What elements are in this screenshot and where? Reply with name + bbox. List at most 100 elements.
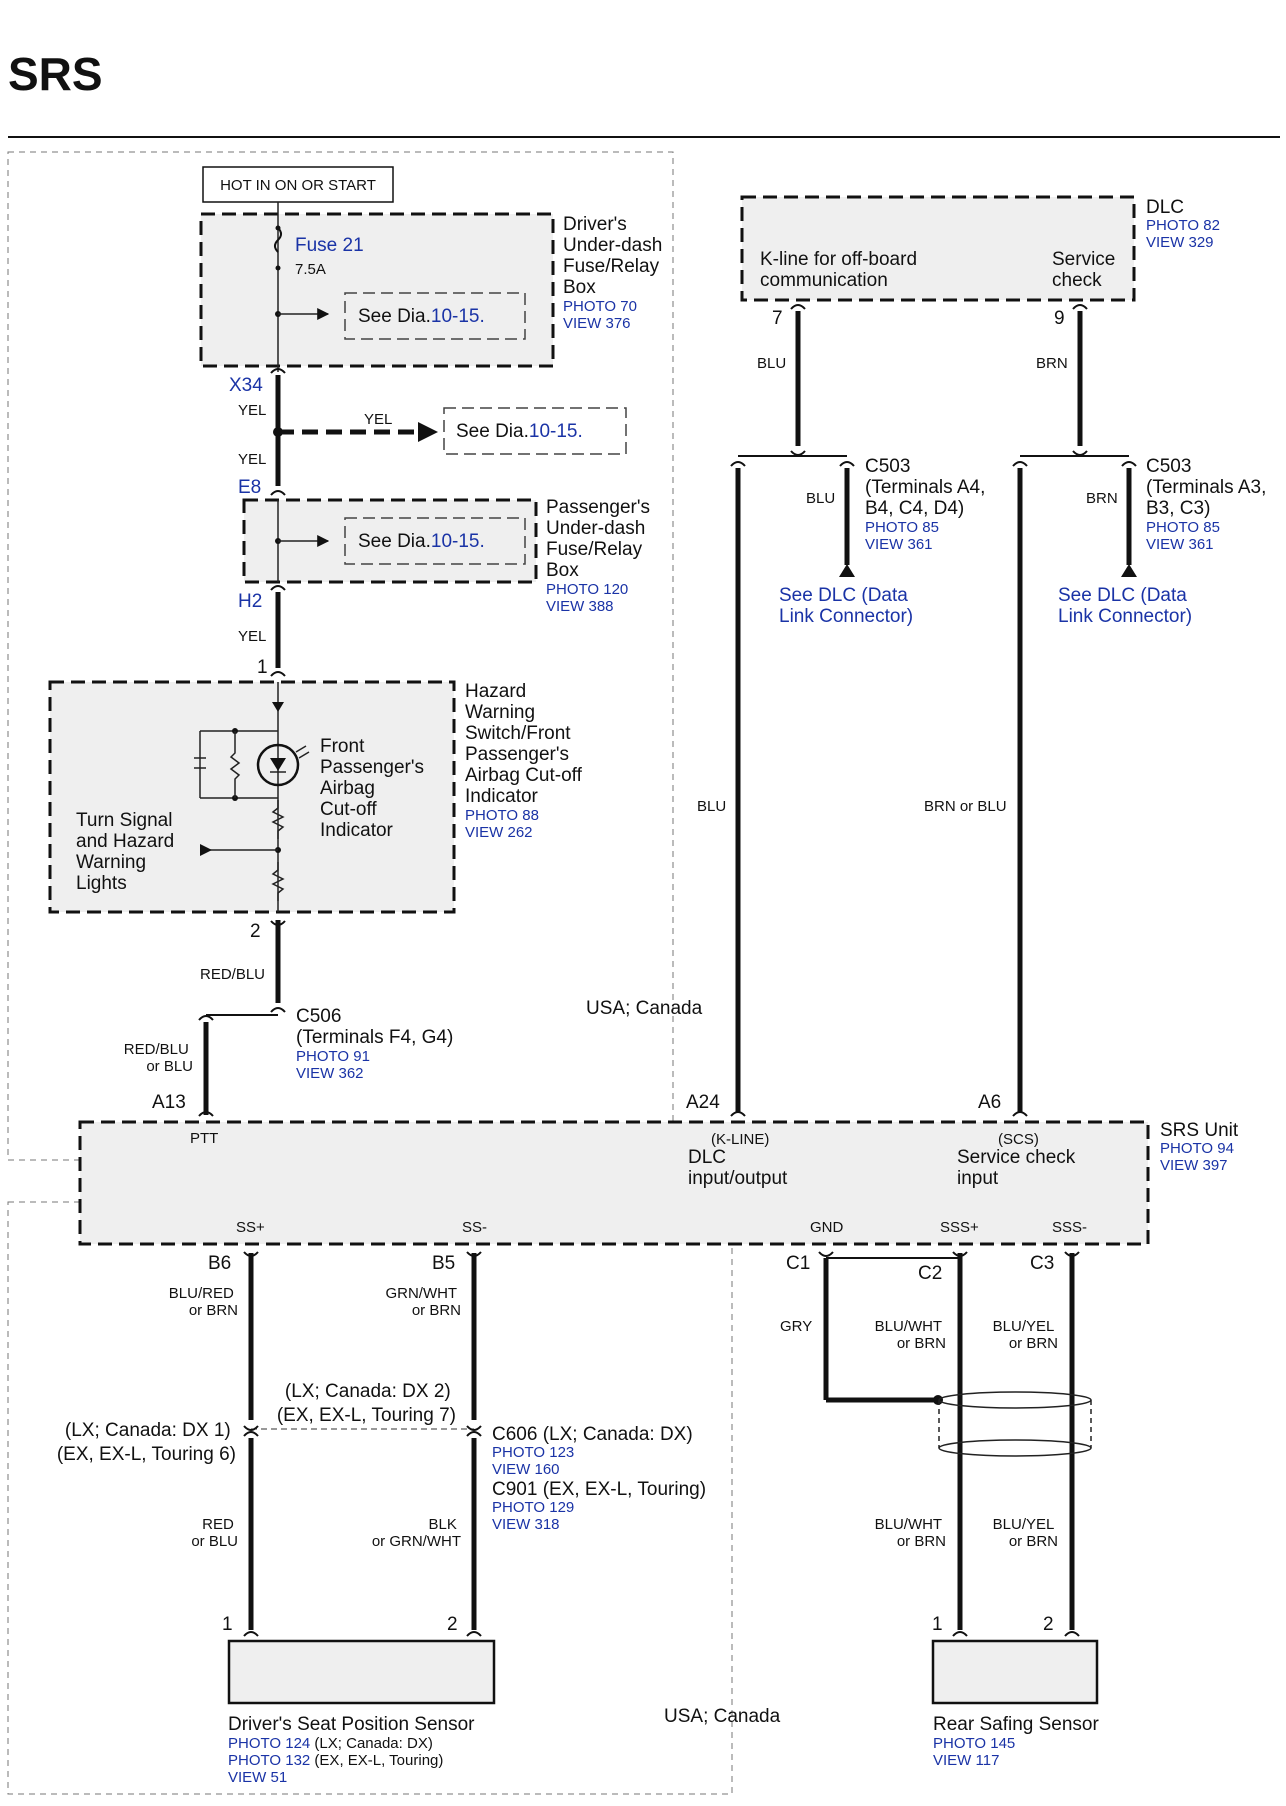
see-dia-box-2 bbox=[443, 407, 627, 455]
rear-safing-sensor bbox=[931, 1639, 1099, 1705]
hazard-box-view: VIEW 262 bbox=[465, 824, 533, 841]
passengers-box-photo: PHOTO 120 bbox=[546, 581, 628, 598]
power-label-box bbox=[202, 166, 394, 203]
power-label: HOT IN ON OR START bbox=[220, 177, 376, 194]
pin-b5: B5 bbox=[432, 1253, 455, 1274]
c606-view: VIEW 160 bbox=[492, 1461, 560, 1478]
pin-a6: A6 bbox=[978, 1092, 1001, 1113]
c503-right-name: C503 bbox=[1146, 456, 1191, 477]
c503-right-photo: PHOTO 85 bbox=[1146, 519, 1220, 536]
wire-brn-dlc: BRN bbox=[1036, 355, 1068, 372]
c901-view: VIEW 318 bbox=[492, 1516, 560, 1533]
wire-blu-dlc: BLU bbox=[757, 355, 786, 372]
c606-photo: PHOTO 123 bbox=[492, 1444, 574, 1461]
turn-signal-label: Turn Signal and Hazard Warning Lights bbox=[76, 810, 180, 894]
c503-left-terms: (Terminals A4, B4, C4, D4) bbox=[865, 477, 991, 519]
seat-sensor-name: Driver's Seat Position Sensor bbox=[228, 1714, 475, 1735]
wire-yel-3: YEL bbox=[238, 628, 266, 645]
safing-sensor-photo: PHOTO 145 bbox=[933, 1735, 1015, 1752]
see-dia-2: See Dia.10-15. bbox=[456, 421, 583, 442]
pin-a13: A13 bbox=[152, 1092, 186, 1113]
srs-unit-box bbox=[78, 1120, 1150, 1246]
region-label-bottom: USA; Canada bbox=[664, 1706, 781, 1727]
see-dlc-right: See DLC (Data Link Connector) bbox=[1058, 585, 1192, 627]
see-dia-1: See Dia.10-15. bbox=[358, 306, 485, 327]
shield-icon bbox=[938, 1391, 1092, 1457]
srs-gnd: GND bbox=[810, 1219, 844, 1236]
connector-e8: E8 bbox=[238, 477, 261, 498]
pin-note-left: (LX; Canada: DX 1) (EX, EX-L, Touring 6) bbox=[57, 1420, 236, 1465]
wire-red-blu: RED/BLU bbox=[200, 966, 265, 983]
wire-yel-branch: YEL bbox=[364, 411, 392, 428]
c506-photo: PHOTO 91 bbox=[296, 1048, 370, 1065]
c506-name: C506 bbox=[296, 1006, 341, 1027]
wire-red-or-blu: RED or BLU bbox=[191, 1516, 238, 1550]
c503-left-photo: PHOTO 85 bbox=[865, 519, 939, 536]
connector-h2: H2 bbox=[238, 591, 262, 612]
srs-ss-plus: SS+ bbox=[236, 1219, 265, 1236]
srs-ptt: PTT bbox=[190, 1130, 218, 1147]
srs-unit-photo: PHOTO 94 bbox=[1160, 1140, 1234, 1157]
srs-scs-label: Service check input bbox=[957, 1147, 1081, 1189]
drivers-fuse-box bbox=[199, 212, 555, 368]
indicator-lamp-icon bbox=[256, 743, 300, 787]
c503-left-view: VIEW 361 bbox=[865, 536, 933, 553]
seat-sensor-photo-2: PHOTO 132 (EX, EX-L, Touring) bbox=[228, 1752, 443, 1769]
passengers-box-name: Passenger's Under-dash Fuse/Relay Box bbox=[546, 497, 655, 581]
dlc-box bbox=[740, 195, 1136, 302]
hazard-box-photo: PHOTO 88 bbox=[465, 807, 539, 824]
seat-sensor-view: VIEW 51 bbox=[228, 1769, 287, 1786]
pin-c1: C1 bbox=[786, 1253, 810, 1274]
see-dia-3: See Dia.10-15. bbox=[358, 531, 485, 552]
wire-blu-yel-1: BLU/YEL or BRN bbox=[993, 1318, 1058, 1352]
srs-ss-minus: SS- bbox=[462, 1219, 487, 1236]
dlc-service-label: Service check bbox=[1052, 249, 1121, 291]
srs-unit-name: SRS Unit bbox=[1160, 1120, 1239, 1141]
c901-photo: PHOTO 129 bbox=[492, 1499, 574, 1516]
wire-blu-red: BLU/RED or BRN bbox=[169, 1285, 238, 1319]
c606-name: C606 (LX; Canada: DX) bbox=[492, 1424, 693, 1445]
wire-blu-long: BLU bbox=[697, 798, 726, 815]
see-dlc-left: See DLC (Data Link Connector) bbox=[779, 585, 913, 627]
c503-right-view: VIEW 361 bbox=[1146, 536, 1214, 553]
page-title: SRS bbox=[8, 48, 103, 100]
fuse-rating: 7.5A bbox=[295, 261, 326, 278]
safing-sensor-pin-2: 2 bbox=[1043, 1614, 1054, 1635]
dlc-name: DLC bbox=[1146, 197, 1184, 218]
seat-sensor-photo-1: PHOTO 124 (LX; Canada: DX) bbox=[228, 1735, 433, 1752]
drivers-box-view: VIEW 376 bbox=[563, 315, 631, 332]
wire-grn-wht: GRN/WHT or BRN bbox=[385, 1285, 461, 1319]
c506-terminals: (Terminals F4, G4) bbox=[296, 1027, 453, 1048]
dlc-pin-9: 9 bbox=[1054, 308, 1065, 329]
seat-sensor-pin-2: 2 bbox=[447, 1614, 458, 1635]
pin-b6: B6 bbox=[208, 1253, 231, 1274]
pin-c3: C3 bbox=[1030, 1253, 1054, 1274]
srs-unit-view: VIEW 397 bbox=[1160, 1157, 1228, 1174]
drivers-box-photo: PHOTO 70 bbox=[563, 298, 637, 315]
hazard-pin-1: 1 bbox=[257, 657, 268, 678]
c506-view: VIEW 362 bbox=[296, 1065, 364, 1082]
wire-blu-wht-2: BLU/WHT or BRN bbox=[875, 1516, 946, 1550]
wire-brn-or-blu-long: BRN or BLU bbox=[924, 798, 1007, 815]
safing-sensor-view: VIEW 117 bbox=[933, 1752, 999, 1769]
drivers-box-name: Driver's Under-dash Fuse/Relay Box bbox=[563, 214, 668, 298]
wire-yel-2: YEL bbox=[238, 451, 266, 468]
c503-left-name: C503 bbox=[865, 456, 910, 477]
dlc-pin-7: 7 bbox=[772, 308, 783, 329]
connector-x34: X34 bbox=[229, 375, 263, 396]
wire-blu-wht-1: BLU/WHT or BRN bbox=[875, 1318, 946, 1352]
seat-position-sensor bbox=[227, 1639, 496, 1705]
wire-blu-c503: BLU bbox=[806, 490, 835, 507]
srs-sss-plus: SSS+ bbox=[940, 1219, 979, 1236]
seat-sensor-pin-1: 1 bbox=[222, 1614, 233, 1635]
region-label-top: USA; Canada bbox=[586, 998, 703, 1019]
wire-blu-yel-2: BLU/YEL or BRN bbox=[993, 1516, 1058, 1550]
wire-brn-c503: BRN bbox=[1086, 490, 1118, 507]
passengers-box-view: VIEW 388 bbox=[546, 598, 614, 615]
srs-sss-minus: SSS- bbox=[1052, 1219, 1087, 1236]
hazard-pin-2: 2 bbox=[250, 921, 261, 942]
safing-sensor-name: Rear Safing Sensor bbox=[933, 1714, 1099, 1735]
wire-blk-or-grn-wht: BLK or GRN/WHT bbox=[372, 1516, 461, 1550]
fuse-icon bbox=[274, 227, 282, 253]
